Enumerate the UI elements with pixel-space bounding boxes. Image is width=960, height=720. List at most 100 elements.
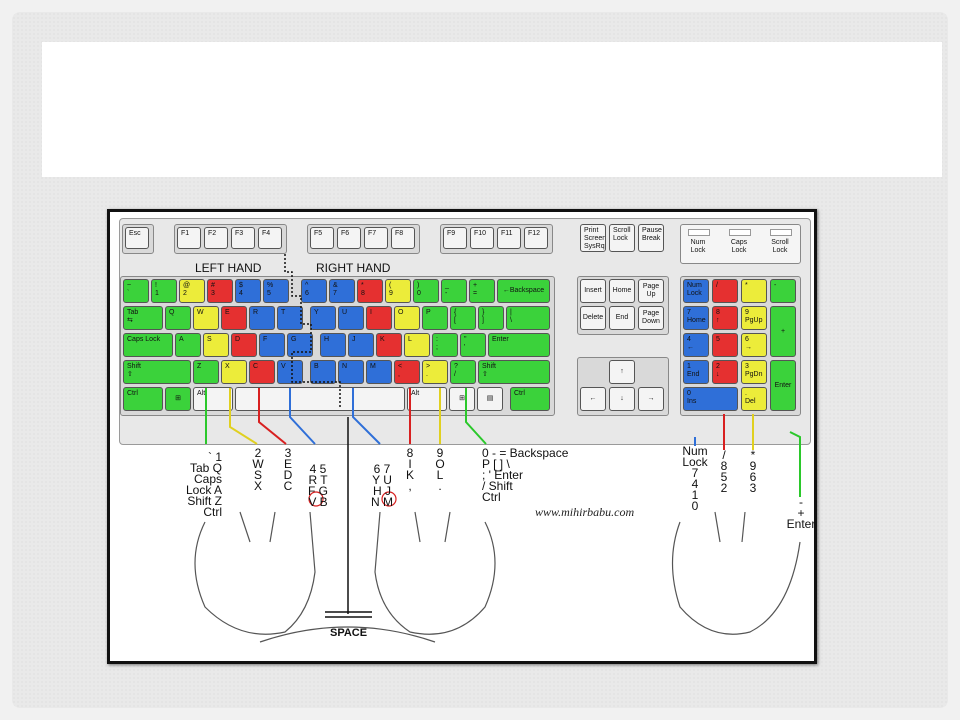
key-f: F xyxy=(259,333,285,357)
key-ndiv: / xyxy=(712,279,738,303)
key-nenter: Enter xyxy=(770,360,796,411)
numpad-thumb-keys: Num Lock 7 4 1 0 xyxy=(682,444,708,513)
key-u: U xyxy=(338,306,364,330)
key-rshift: Shift ⇧ xyxy=(478,360,550,384)
key-bsl: | \ xyxy=(506,306,550,330)
key-n7: 7 Home xyxy=(683,306,709,330)
key-slash: ? / xyxy=(450,360,476,384)
key-k6: ^ 6 xyxy=(301,279,327,303)
key-semi: : ; xyxy=(432,333,458,357)
key-k3: # 3 xyxy=(207,279,233,303)
key-n8: 8 ↑ xyxy=(712,306,738,330)
key-a: A xyxy=(175,333,201,357)
num-lock-lamp xyxy=(688,229,710,236)
key-o: O xyxy=(394,306,420,330)
key-f8: F8 xyxy=(391,227,415,249)
keyboard: Num Lock Caps Lock Scroll Lock LEFT HAND… xyxy=(119,218,811,445)
key-n5: 5 xyxy=(712,333,738,357)
key-n: N xyxy=(338,360,364,384)
key-quote: " ' xyxy=(460,333,486,357)
key-lwin: ⊞ xyxy=(165,387,191,411)
key-w: W xyxy=(193,306,219,330)
caps-lock-lamp xyxy=(729,229,751,236)
key-insert: Insert xyxy=(580,279,606,303)
indicator-caps-lock: Caps Lock xyxy=(730,239,748,254)
key-k9: ( 9 xyxy=(385,279,411,303)
key-m: M xyxy=(366,360,392,384)
key-esc: Esc xyxy=(125,227,149,249)
numpad-middle-keys: * 9 6 3 xyxy=(749,448,757,495)
indicator-num-lock: Num Lock xyxy=(690,239,706,254)
key-t: T xyxy=(277,306,303,330)
key-ck: C xyxy=(249,360,275,384)
key-nsub: - xyxy=(770,279,796,303)
right-ring-keys: 9 O L . xyxy=(435,446,445,493)
key-f3: F3 xyxy=(231,227,255,249)
key-n9: 9 PgUp xyxy=(741,306,767,330)
left-middle-keys: 3 E D C xyxy=(283,446,293,493)
key-f5: F5 xyxy=(310,227,334,249)
key-menu: ▤ xyxy=(477,387,503,411)
key-n2: 2 ↓ xyxy=(712,360,738,384)
key-ndot: . Del xyxy=(741,387,767,411)
key-k2: @ 2 xyxy=(179,279,205,303)
key-prtsc: Print Screen SysRq xyxy=(580,224,606,252)
key-lshift: Shift ⇧ xyxy=(123,360,191,384)
key-left: ← xyxy=(580,387,606,411)
key-up: ↑ xyxy=(609,360,635,384)
key-f4: F4 xyxy=(258,227,282,249)
key-numlock: Num Lock xyxy=(683,279,709,303)
key-k0: ) 0 xyxy=(413,279,439,303)
key-q: Q xyxy=(165,306,191,330)
key-lbr: { [ xyxy=(450,306,476,330)
numpad-pinky-keys: - + Enter xyxy=(786,495,816,531)
key-lctrl: Ctrl xyxy=(123,387,163,411)
key-n4: 4 ← xyxy=(683,333,709,357)
key-rctrl: Ctrl xyxy=(510,387,550,411)
right-index-keys: 6 7 Y U H J N M xyxy=(371,462,393,509)
key-p: P xyxy=(422,306,448,330)
key-x: X xyxy=(221,360,247,384)
key-delete: Delete xyxy=(580,306,606,330)
key-tab: Tab ⇆ xyxy=(123,306,163,330)
key-n6: 6 → xyxy=(741,333,767,357)
key-k1: ! 1 xyxy=(151,279,177,303)
key-minus: _ - xyxy=(441,279,467,303)
key-v: V xyxy=(277,360,303,384)
key-f11: F11 xyxy=(497,227,521,249)
key-lalt: Alt xyxy=(193,387,233,411)
finger-lines xyxy=(194,254,801,643)
key-j: J xyxy=(348,333,374,357)
key-scrlk: Scroll Lock xyxy=(609,224,635,252)
left-index-keys: 4 5 R T F G V B xyxy=(308,462,328,509)
key-n0: 0 Ins xyxy=(683,387,738,411)
key-n1: 1 End xyxy=(683,360,709,384)
key-space xyxy=(235,387,405,411)
key-equal: + = xyxy=(469,279,495,303)
key-comma: < , xyxy=(394,360,420,384)
key-home: Home xyxy=(609,279,635,303)
key-n3: 3 PgDn xyxy=(741,360,767,384)
key-k7: & 7 xyxy=(329,279,355,303)
key-f10: F10 xyxy=(470,227,494,249)
right-hand-label: RIGHT HAND xyxy=(316,261,391,275)
key-nmul: * xyxy=(741,279,767,303)
key-h: H xyxy=(320,333,346,357)
key-k5: % 5 xyxy=(263,279,289,303)
key-k: K xyxy=(376,333,402,357)
key-l: L xyxy=(404,333,430,357)
key-bksp: ←Backspace xyxy=(497,279,550,303)
key-z: Z xyxy=(193,360,219,384)
right-middle-keys: 8 I K , xyxy=(405,446,414,493)
indicator-scroll-lock: Scroll Lock xyxy=(771,239,789,254)
key-f6: F6 xyxy=(337,227,361,249)
key-r: R xyxy=(249,306,275,330)
left-pinky-keys: ` 1 Tab Q Caps Lock A Shift Z Ctrl xyxy=(185,450,222,519)
key-s: S xyxy=(203,333,229,357)
key-pgdn: Page Down xyxy=(638,306,664,330)
key-e: E xyxy=(221,306,247,330)
key-f2: F2 xyxy=(204,227,228,249)
key-rbr: } ] xyxy=(478,306,504,330)
left-hand-label: LEFT HAND xyxy=(195,261,262,275)
numpad-index-keys: / 8 5 2 xyxy=(720,448,728,495)
